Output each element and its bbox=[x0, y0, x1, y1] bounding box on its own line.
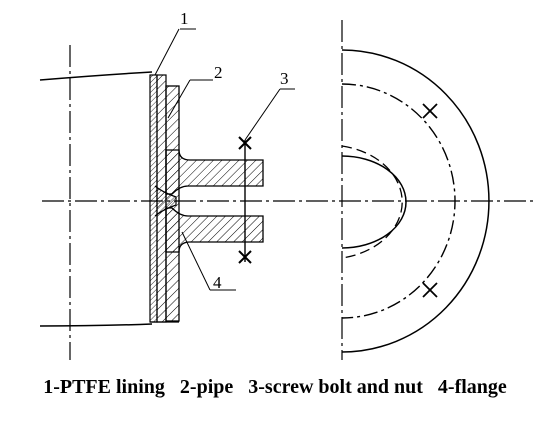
bolt-end-upper-x bbox=[238, 136, 252, 150]
legend-item-flange: 4-flange bbox=[437, 376, 507, 398]
flange-outer-arc bbox=[341, 49, 490, 353]
callout-2: 2 bbox=[214, 63, 223, 82]
callout-4: 4 bbox=[213, 273, 222, 292]
bolt-mark-lower bbox=[422, 282, 438, 298]
callout-leaders bbox=[154, 28, 295, 291]
callout-1: 1 bbox=[180, 9, 189, 28]
bolt-end-lower-x bbox=[238, 250, 252, 264]
flange-hub-upper bbox=[165, 149, 264, 195]
pipe-outer-arc bbox=[341, 145, 403, 259]
bolt-mark-upper bbox=[422, 103, 438, 119]
legend-item-screw-bolt-and-nut: 3-screw bolt and nut bbox=[248, 376, 423, 398]
flange-hub-lower bbox=[165, 207, 264, 253]
pipe-outline-bottom bbox=[39, 323, 153, 327]
bolt-circle-arc bbox=[341, 83, 456, 319]
legend-item-ptfe-lining: 1-PTFE lining bbox=[43, 376, 165, 398]
pipe-flange-diagram: 1 2 3 4 bbox=[39, 9, 533, 360]
end-view bbox=[341, 20, 490, 360]
ptfe-joint-bend bbox=[154, 185, 177, 217]
legend-item-pipe: 2-pipe bbox=[179, 376, 234, 398]
legend-caption: 1-PTFE lining 2-pipe 3-screw bolt and nu… bbox=[0, 376, 550, 399]
section-view bbox=[39, 45, 533, 360]
callout-3: 3 bbox=[280, 69, 289, 88]
pipe-outline-top bbox=[39, 71, 153, 81]
pipe-inner-arc bbox=[341, 155, 407, 249]
